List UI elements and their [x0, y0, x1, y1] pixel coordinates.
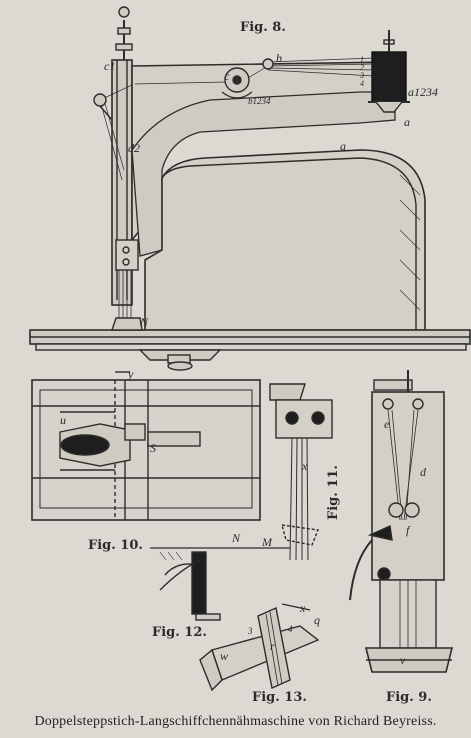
label-e: e — [384, 417, 390, 431]
label-S: S — [150, 441, 156, 455]
label-N: N — [139, 315, 149, 329]
label-x-fig13: x — [299, 601, 306, 615]
label-c1: c1 — [104, 59, 115, 73]
label-b1234: b1234 — [248, 96, 271, 106]
plate-caption: Doppelsteppstich-Langschiffchennähmaschi… — [34, 714, 437, 729]
label-d2: d2 — [128, 141, 140, 155]
label-w: w — [220, 649, 228, 663]
label-x-fig11: x — [301, 459, 308, 473]
label-u: u — [60, 413, 66, 427]
fig9-label: Fig. 9. — [386, 690, 432, 705]
label-d: d — [420, 465, 427, 479]
label-f: f — [406, 523, 411, 537]
label-four-fig13: 4 — [288, 624, 293, 634]
label-two: 2 — [360, 63, 364, 72]
fig13-label: Fig. 13. — [252, 690, 307, 705]
label-a1234: a1234 — [408, 85, 438, 99]
fig10-plan-view — [31, 371, 261, 521]
fig8-sewing-machine — [29, 6, 471, 371]
label-y-top: y — [127, 367, 134, 381]
label-one: 1 — [360, 55, 364, 64]
label-r: r — [270, 639, 275, 653]
annotation-letters: a a1234 b1234 b c c1 d2 N a 1 2 3 4 y u … — [60, 51, 438, 667]
fig8-label: Fig. 8. — [240, 20, 286, 35]
fig12-detail — [150, 547, 290, 621]
label-a-base: a — [404, 115, 410, 129]
label-a-arm: a — [340, 139, 346, 153]
fig13-detail — [199, 603, 320, 692]
fig11-label: Fig. 11. — [326, 465, 341, 520]
label-M: M — [261, 535, 273, 549]
fig11-needle-detail — [269, 383, 333, 561]
label-q: q — [314, 613, 320, 627]
label-four: 4 — [360, 79, 364, 88]
fig12-label: Fig. 12. — [152, 625, 207, 640]
label-c: c — [224, 69, 230, 83]
label-N-fig12: N — [231, 531, 241, 545]
label-three: 3 — [359, 71, 364, 80]
fig10-label: Fig. 10. — [88, 538, 143, 553]
label-v: v — [400, 653, 406, 667]
fig9-side-view — [349, 370, 454, 673]
label-b: b — [276, 51, 282, 65]
label-three-fig13: 3 — [247, 626, 253, 636]
